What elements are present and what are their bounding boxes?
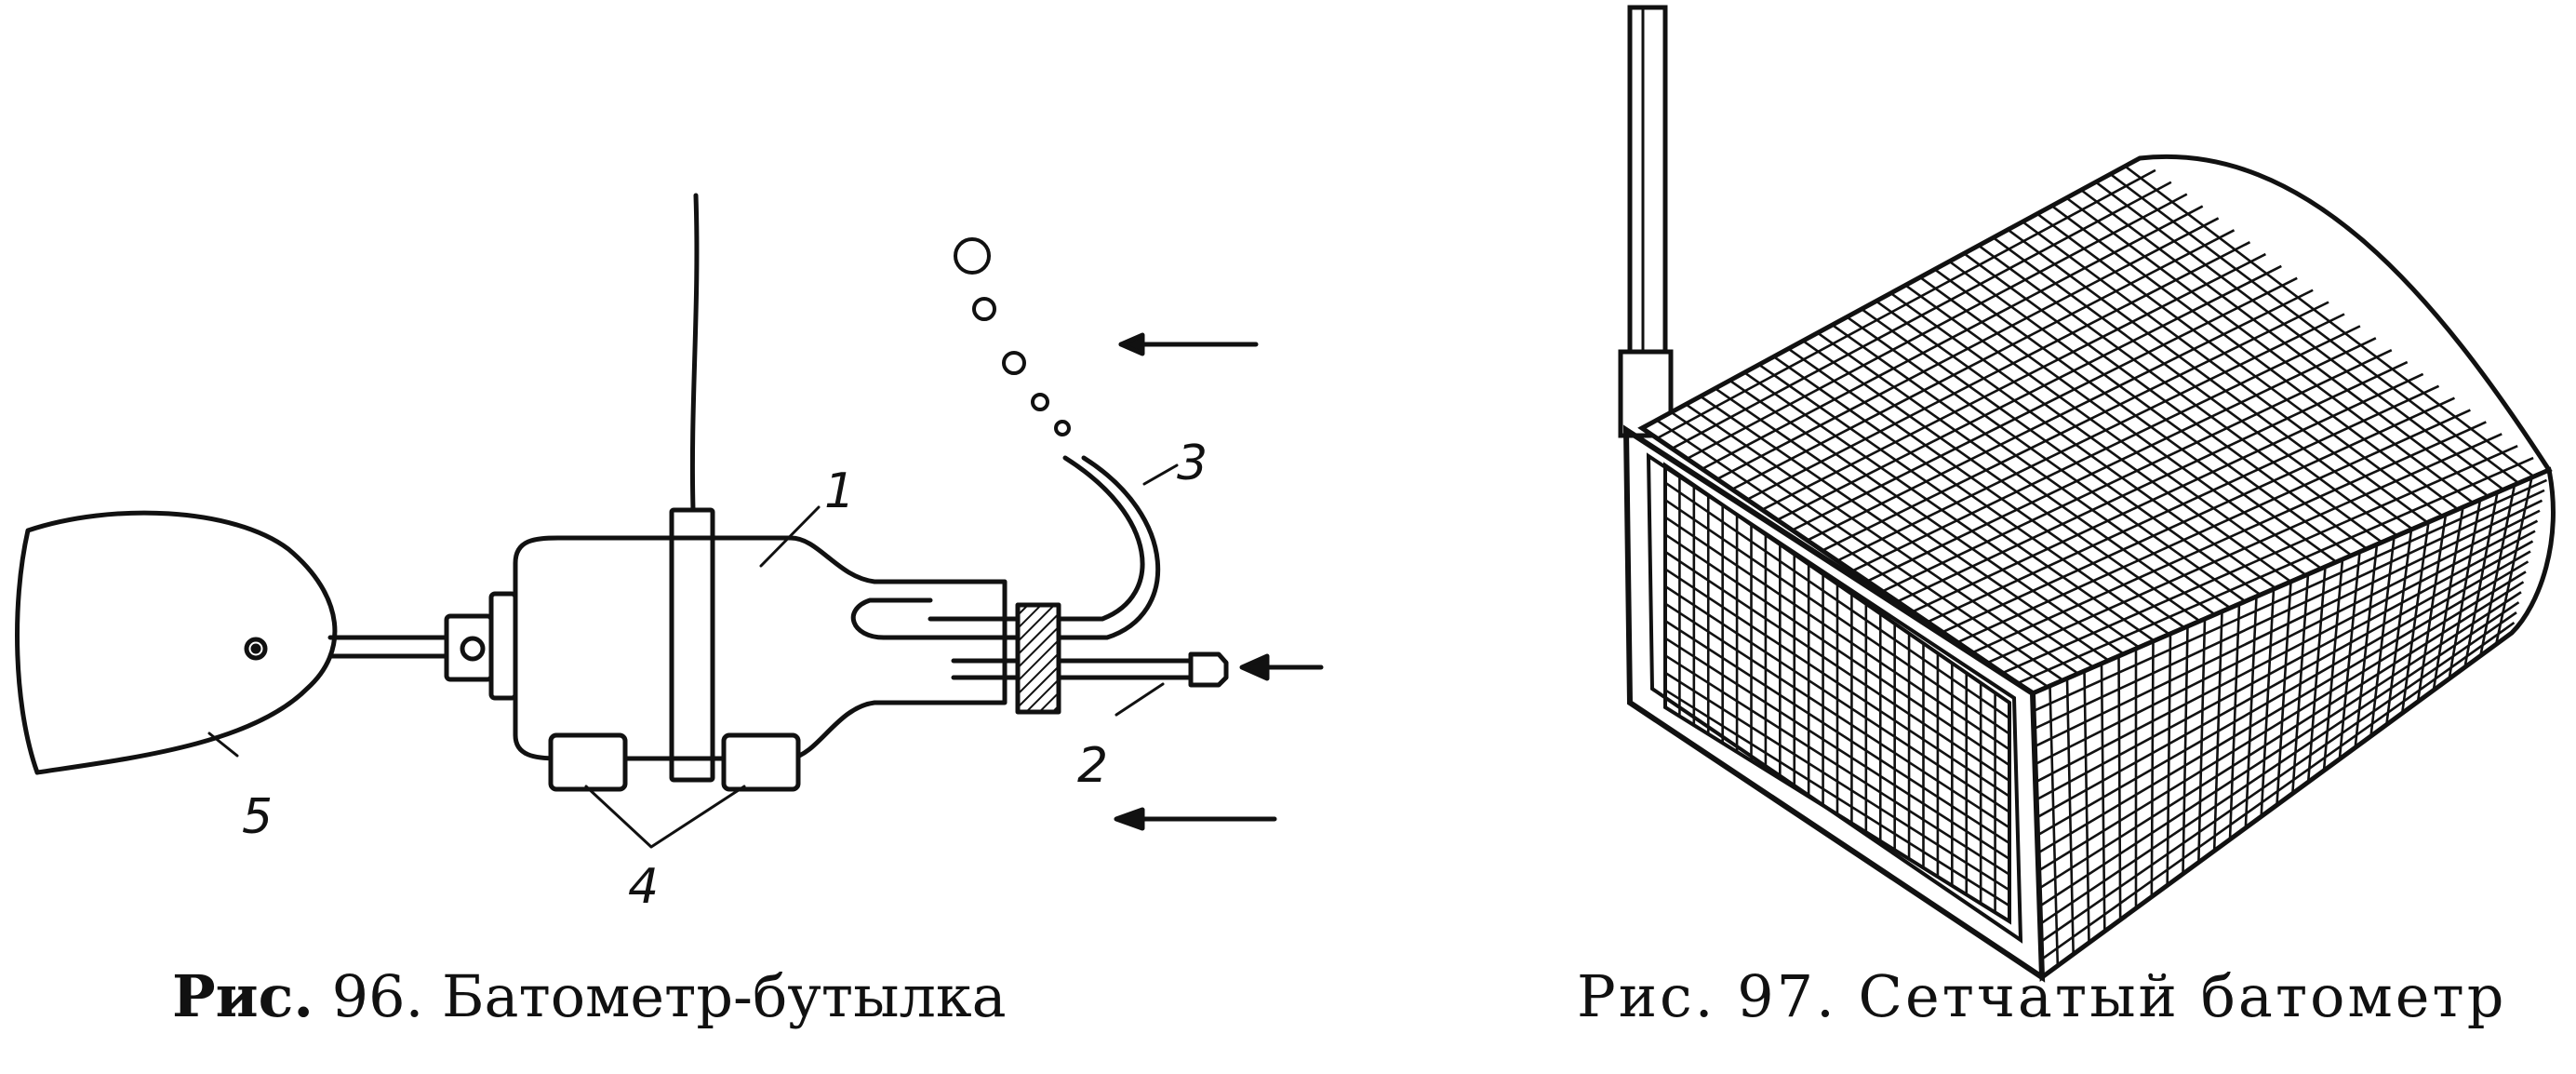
leader-line-4 bbox=[584, 785, 746, 849]
right-end-mesh-surface bbox=[2030, 466, 2556, 982]
label-part-1: 1 bbox=[824, 463, 855, 519]
label-part-3: 3 bbox=[1177, 436, 1208, 491]
label-part-5: 5 bbox=[242, 789, 273, 845]
leader-line-3 bbox=[1142, 463, 1179, 486]
figure-97-mesh-sampler bbox=[1618, 5, 2556, 983]
mesh-grid bbox=[1656, 165, 2548, 966]
connecting-rod bbox=[327, 635, 449, 659]
figure-97-caption-text: 97. Сетчатый батометр bbox=[1737, 962, 2507, 1030]
inlet-tube bbox=[951, 658, 1194, 680]
figure-96-caption-text: 96. Батометр-бутылка bbox=[331, 962, 1007, 1030]
flow-arrows bbox=[1114, 332, 1324, 831]
bottle-body bbox=[513, 535, 1008, 761]
suspension-line bbox=[689, 193, 700, 513]
label-part-4: 4 bbox=[628, 859, 659, 915]
figure-96-caption: Рис. 96. Батометр-бутылка bbox=[172, 968, 1007, 1026]
figure-96-bottle-sampler bbox=[15, 193, 1324, 849]
figure-97-caption: Рис. 97. Сетчатый батометр bbox=[1577, 968, 2506, 1026]
front-frame bbox=[1622, 424, 2046, 983]
leader-line-1 bbox=[759, 505, 821, 568]
label-part-2: 2 bbox=[1077, 738, 1108, 794]
air-bubbles bbox=[954, 237, 1071, 436]
top-mesh-surface bbox=[1637, 154, 2553, 696]
float-block-right bbox=[721, 732, 801, 792]
clamp-bar bbox=[669, 507, 715, 783]
inlet-nozzle bbox=[1188, 651, 1229, 688]
figure-96-caption-prefix: Рис. bbox=[172, 962, 314, 1030]
leader-line-5 bbox=[207, 732, 239, 758]
handle-rod bbox=[1618, 5, 1674, 438]
figure-97-caption-prefix: Рис. bbox=[1577, 962, 1716, 1030]
stopper bbox=[1015, 602, 1061, 715]
weight-pivot-hole bbox=[244, 637, 268, 661]
air-tube bbox=[928, 455, 1145, 622]
stabilizer-weight bbox=[15, 510, 338, 775]
leader-line-2 bbox=[1114, 682, 1165, 717]
bottle-base-flange bbox=[488, 591, 518, 701]
float-block-left bbox=[548, 732, 628, 792]
